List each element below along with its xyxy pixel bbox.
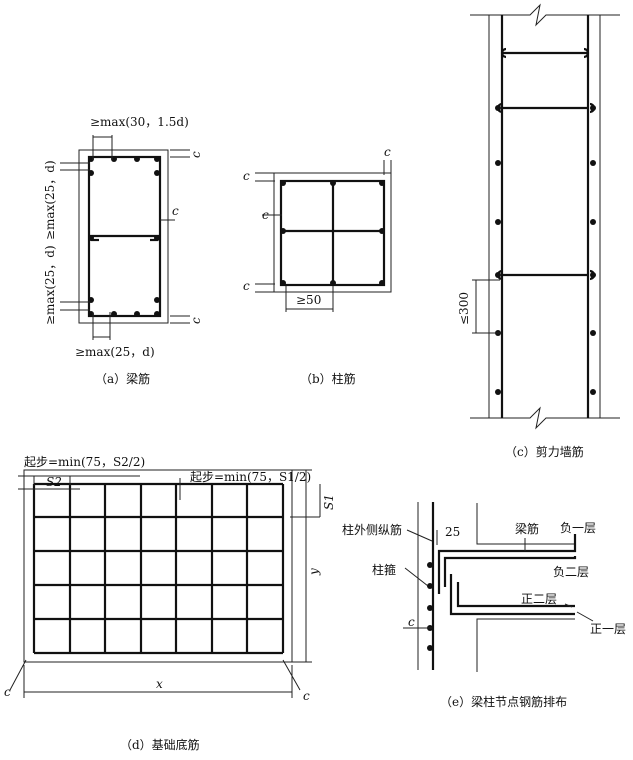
beam-cover-bottom: c <box>189 317 203 324</box>
column-cover-top: c <box>243 169 250 183</box>
x-dimension-label: x <box>156 677 163 691</box>
wall-spacing-label: ≤300 <box>457 292 471 325</box>
caption-d: （d）基础底筋 <box>120 737 200 752</box>
caption-a: （a）梁筋 <box>95 371 150 386</box>
caption-b: （b）柱筋 <box>300 371 356 386</box>
beam-bar-label: 梁筋 <box>515 521 539 536</box>
column-spacing-label: ≥50 <box>296 293 321 307</box>
start-step-y-label: 起步=min(75，S1/2) <box>190 470 311 484</box>
s1-label: S1 <box>322 494 336 510</box>
beam-column-joint: 柱外侧纵筋 柱箍 25 梁筋 负一层 负二层 正二层 正一层 c （e）梁柱节点… <box>342 502 626 709</box>
pos2-layer-label: 正二层 <box>521 592 557 606</box>
column-cover-side: c <box>262 208 269 222</box>
column-long-bar-label: 柱外侧纵筋 <box>342 522 402 537</box>
neg1-layer-label: 负一层 <box>560 521 596 535</box>
beam-cover-top: c <box>189 151 203 158</box>
start-step-x-label: 起步=min(75，S2/2) <box>24 455 145 469</box>
pos1-layer-label: 正一层 <box>590 622 626 636</box>
beam-side-spacing-top-label: ≥max(25，d) <box>43 160 57 240</box>
foundation-cover-right: c <box>303 689 310 703</box>
beam-section: ≥max(30，1.5d) ≥max(25，d) ≥max(25，d) ≥max… <box>43 115 203 386</box>
beam-outline <box>78 149 169 324</box>
foundation-cover-left: c <box>4 685 11 699</box>
distance-25-label: 25 <box>445 525 460 539</box>
stirrup-label: 柱箍 <box>372 562 396 577</box>
beam-bottom-spacing-label: ≥max(25，d) <box>75 345 155 359</box>
column-cover-right: c <box>384 145 391 159</box>
beam-side-spacing-bottom-label: ≥max(25，d) <box>43 245 57 325</box>
beam-top-spacing-label: ≥max(30，1.5d) <box>90 115 189 129</box>
beam-cover-side: c <box>172 204 179 218</box>
foundation-mesh: 起步=min(75，S2/2) 起步=min(75，S1/2) S2 S1 x … <box>4 455 336 752</box>
caption-e: （e）梁柱节点钢筋排布 <box>440 694 567 709</box>
column-cover-bottom: c <box>243 279 250 293</box>
caption-c: （c）剪力墙筋 <box>505 444 584 459</box>
s2-label: S2 <box>46 475 62 489</box>
joint-cover-label: c <box>408 615 415 629</box>
column-section: c c c c ≥50 （b）柱筋 <box>243 145 392 386</box>
neg2-layer-label: 负二层 <box>553 565 589 579</box>
shear-wall: ≤300 （c）剪力墙筋 <box>457 3 620 459</box>
y-dimension-label: y <box>307 568 321 576</box>
